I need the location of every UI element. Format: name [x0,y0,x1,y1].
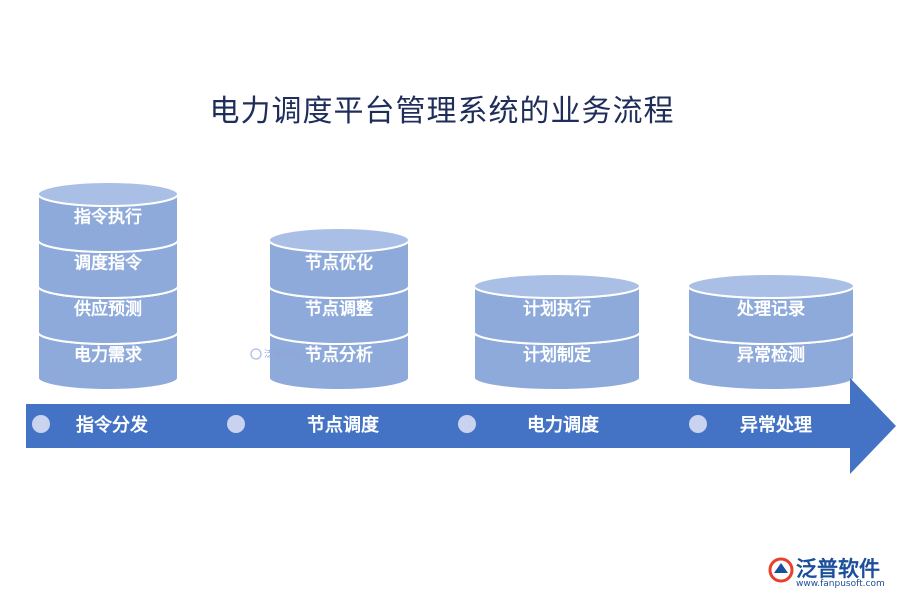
stage-label: 电力调度 [527,414,600,436]
segment-label: 计划制定 [523,345,591,366]
cylinder-top [37,181,179,207]
segment-label: 处理记录 [736,299,805,320]
cylinder-top [473,273,641,299]
cylinder-stack-1: 电力需求 供应预测 调度指令 指令执行 [37,181,179,391]
segment-label: 电力需求 [74,345,142,366]
cylinder-segment: 处理记录 [687,273,855,345]
segment-label: 节点分析 [305,345,373,366]
stage-dot [227,415,245,433]
stage-4: 异常处理 [689,414,812,436]
stage-dot [689,415,707,433]
segment-label: 计划执行 [523,299,591,320]
watermark-text: 泛普软件 [264,348,300,360]
logo-brand-text: 泛普软件 [796,557,880,581]
cylinder-segment: 计划执行 [473,273,641,345]
cylinder-segment: 节点优化 [268,227,410,299]
diagram-title: 电力调度平台管理系统的业务流程 [209,94,675,129]
stage-3: 电力调度 [458,414,600,436]
stage-1: 指令分发 [32,414,149,436]
segment-label: 节点调整 [305,299,373,320]
segment-label: 异常检测 [737,345,805,366]
stage-label: 节点调度 [307,414,380,436]
segment-label: 节点优化 [305,253,373,274]
segment-label: 调度指令 [74,253,143,274]
watermark-icon [250,348,262,360]
cylinder-stack-2: 节点分析 节点调整 节点优化 [268,227,410,391]
stage-dot [32,415,50,433]
cylinder-top [687,273,855,299]
cylinder-top [268,227,410,253]
stage-2: 节点调度 [227,414,380,436]
segment-label: 供应预测 [73,299,142,320]
watermark: 泛普软件 [250,348,300,360]
segment-label: 指令执行 [74,207,142,228]
timeline-arrow-group: 指令分发 节点调度 电力调度 异常处理 [26,378,896,474]
cylinder-segment: 指令执行 [37,181,179,253]
logo-url-text: www.fanpusoft.com [796,579,885,589]
stage-label: 指令分发 [76,414,149,436]
fanpu-logo: 泛普软件 www.fanpusoft.com [768,553,892,593]
stage-dot [458,415,476,433]
stage-label: 异常处理 [740,414,812,436]
logo-icon [768,557,794,583]
